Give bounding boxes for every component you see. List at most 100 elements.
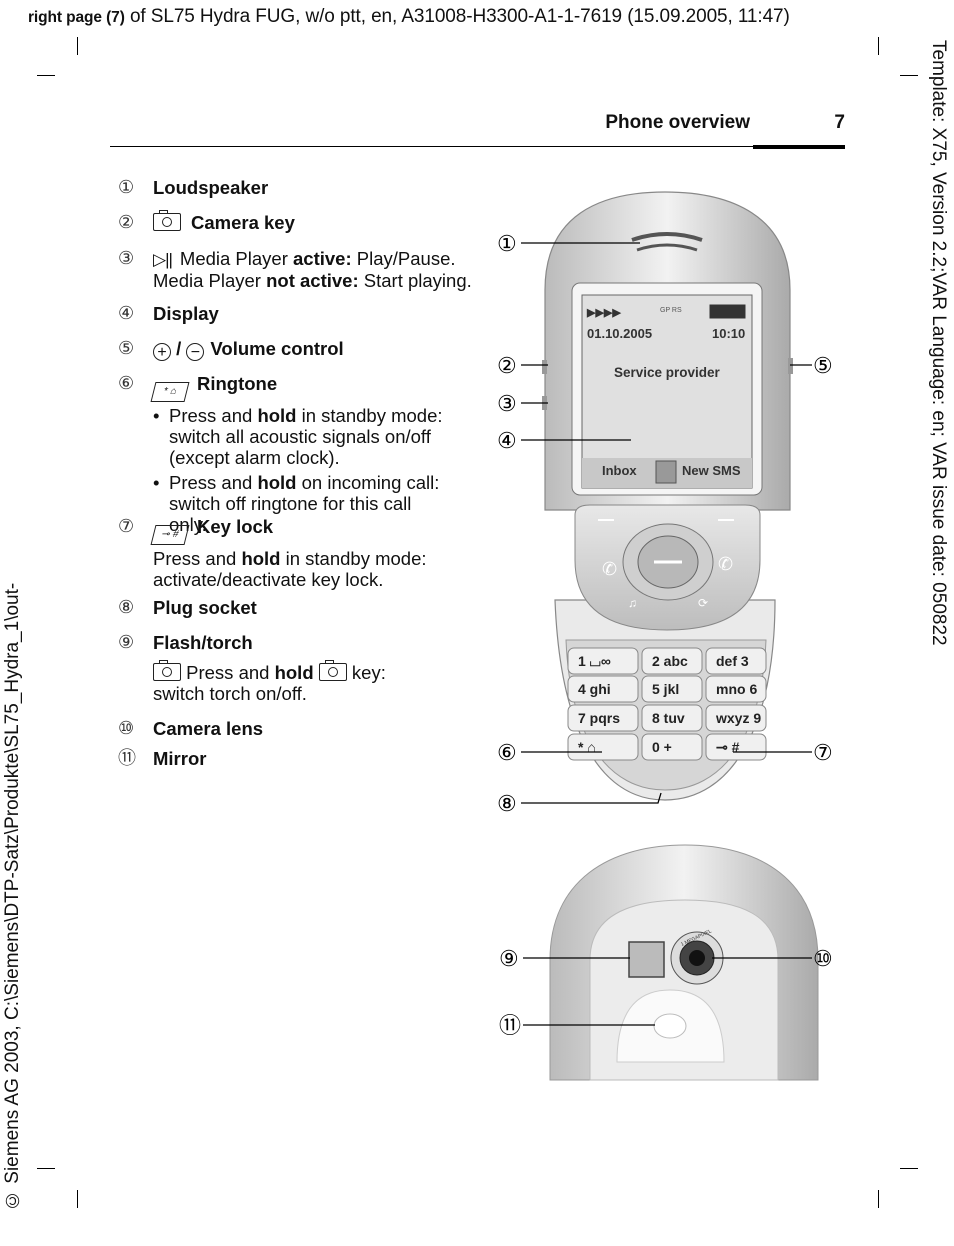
plus-icon: + <box>153 343 171 361</box>
callout-11: ⑪ <box>499 1013 521 1038</box>
key-label: 5 jkl <box>652 681 679 697</box>
callout-3: ③ <box>497 391 517 416</box>
text: hold <box>257 472 297 493</box>
key-1: 1 ⌴∞ <box>567 647 639 675</box>
key-11: 0 + <box>641 733 703 761</box>
key-label: 4 ghi <box>578 681 611 697</box>
item-number: ⑪ <box>118 748 136 768</box>
key-label: ⊸ # <box>716 739 740 755</box>
key-9: wxyz 9 <box>705 704 767 732</box>
camera-icon <box>318 660 347 681</box>
softkey-right-label: New SMS <box>682 463 741 478</box>
key-face <box>705 675 767 703</box>
item-number: ③ <box>118 248 135 268</box>
camera-icon <box>153 660 181 681</box>
minus-icon: − <box>186 343 205 361</box>
star-key-icon: * ⌂ <box>150 382 190 402</box>
crop-mark <box>900 75 918 77</box>
camera-icon <box>153 210 181 231</box>
key-face <box>705 704 767 732</box>
crop-mark <box>37 75 55 77</box>
key-face <box>567 733 639 761</box>
key-face <box>567 647 639 675</box>
key-label: 2 abc <box>652 653 688 669</box>
text: Press and <box>169 472 258 493</box>
mirror <box>653 1013 687 1039</box>
lens-center <box>689 950 705 966</box>
key-6: mno 6 <box>705 675 767 703</box>
crop-mark <box>77 1190 79 1208</box>
softkey-left-label: Inbox <box>602 463 637 478</box>
key-face <box>705 733 767 761</box>
key-face <box>705 647 767 675</box>
key-7: 7 pqrs <box>567 704 639 732</box>
document-header: right page (7) of SL75 Hydra FUG, w/o pt… <box>28 6 908 28</box>
separator: / <box>171 338 187 359</box>
item-label: Mirror <box>153 748 207 769</box>
text: Press and <box>153 548 242 569</box>
key-4: 4 ghi <box>567 675 639 703</box>
end-key-icon: ✆ <box>718 554 733 574</box>
text: hold <box>257 405 297 426</box>
template-info: Template: X75, Version 2.2;VAR Language:… <box>928 40 949 646</box>
crop-mark <box>878 37 880 55</box>
key-label: 1 ⌴∞ <box>578 653 611 669</box>
callout-5: ⑤ <box>813 353 833 378</box>
keypad: 1 ⌴∞ 2 abc def 3 4 ghi 5 jkl mno 6 7 pqrs 8 tuv… <box>567 647 767 761</box>
item-label: Ringtone <box>197 373 278 394</box>
key-face <box>567 704 639 732</box>
key-face <box>641 704 703 732</box>
menu-grid-icon <box>655 460 677 484</box>
key-3: def 3 <box>705 647 767 675</box>
text: hold <box>274 662 314 683</box>
item-number: ② <box>118 212 135 232</box>
text: Media Player <box>179 248 294 269</box>
key-10: * ⌂ <box>567 733 639 761</box>
screen-provider: Service provider <box>614 365 721 380</box>
item-number: ⑧ <box>118 597 135 617</box>
display-screen <box>581 294 753 489</box>
key-8: 8 tuv <box>641 704 703 732</box>
item-label: Plug socket <box>153 597 257 618</box>
key-label: 8 tuv <box>652 710 685 726</box>
section-title: Phone overview <box>605 112 750 133</box>
key-label: 7 pqrs <box>578 710 620 726</box>
callout-9: ⑨ <box>499 946 519 971</box>
callout-line <box>521 792 662 804</box>
text: not active: <box>266 270 359 291</box>
crop-mark <box>77 37 79 55</box>
callout-2: ② <box>497 353 517 378</box>
music-key-icon: ♫ <box>628 596 637 610</box>
item-label: Camera key <box>191 212 295 233</box>
text: hold <box>241 548 281 569</box>
callout-overlay: ① ② ③ ④ ⑤ ⑥ ⑦ ⑧ ⑨ ⑩ ⑪ <box>497 231 833 1038</box>
text: in standby mode: activate/deactivate key… <box>153 548 427 590</box>
page-heading: Phone overview 7 <box>110 112 845 149</box>
item-number: ⑤ <box>118 338 135 358</box>
item-number: ⑨ <box>118 632 135 652</box>
copyright-path: © Siemens AG 2003, C:\Siemens\DTP-Satz\P… <box>2 582 23 1210</box>
key-label: mno 6 <box>716 681 757 697</box>
text: on incoming call: switch off ringtone fo… <box>169 472 440 535</box>
text: Media Player <box>153 270 267 291</box>
battery-icon <box>709 304 746 319</box>
play-pause-icon: ▷|| <box>153 250 173 269</box>
key-label: 0 + <box>652 739 672 755</box>
item-label: Key lock <box>197 516 274 537</box>
text: switch torch on/off. <box>153 683 307 704</box>
screen-date: 01.10.2005 <box>587 326 652 341</box>
screen-time: 10:10 <box>712 326 745 341</box>
heading-rule <box>753 145 845 149</box>
key-label: wxyz 9 <box>715 710 761 726</box>
text: key: <box>346 662 386 683</box>
callout-8: ⑧ <box>497 791 517 816</box>
key-label: def 3 <box>716 653 749 669</box>
header-rest: of SL75 Hydra FUG, w/o ptt, en, A31008-H… <box>124 6 790 27</box>
item-label: Flash/torch <box>153 632 253 653</box>
key-face <box>641 675 703 703</box>
callout-7: ⑦ <box>813 740 833 765</box>
hash-key-icon: ⊸ # <box>150 525 190 545</box>
item-number: ① <box>118 177 135 197</box>
text: active: <box>293 248 352 269</box>
key-12: ⊸ # <box>705 733 767 761</box>
